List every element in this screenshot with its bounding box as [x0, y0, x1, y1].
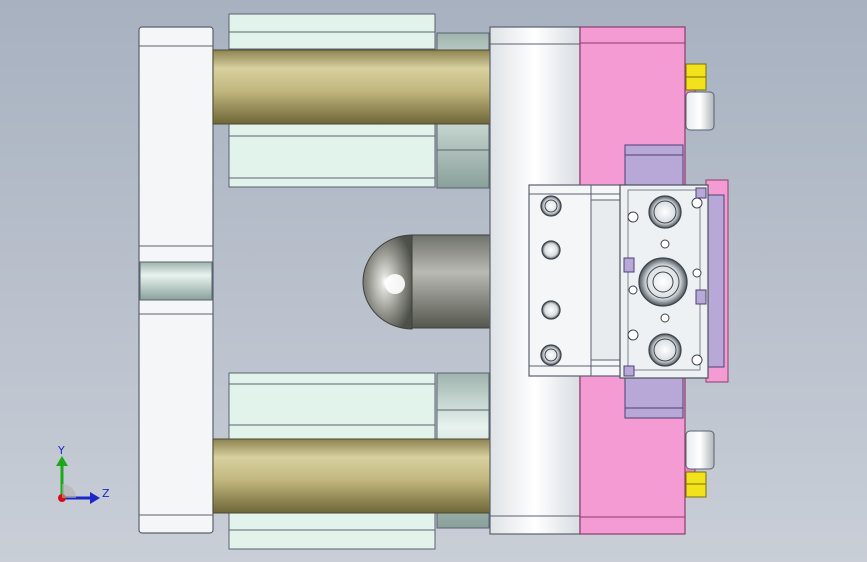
- insert-bolt-holes: [540, 195, 562, 366]
- core-insert[interactable]: [619, 184, 709, 379]
- bolt-heads[interactable]: [685, 91, 715, 470]
- sprue-bushing[interactable]: [362, 234, 493, 330]
- coordinate-triad-icon: Y Z: [56, 444, 110, 504]
- side-insert-block[interactable]: [528, 184, 622, 377]
- lower-guide-rod[interactable]: [212, 438, 491, 514]
- lavender-slider-blocks[interactable]: [624, 144, 729, 419]
- axis-z-label: Z: [102, 487, 110, 500]
- left-clamp-plate[interactable]: [138, 26, 214, 534]
- axis-y-label: Y: [57, 444, 65, 457]
- upper-guide-rod[interactable]: [212, 49, 491, 125]
